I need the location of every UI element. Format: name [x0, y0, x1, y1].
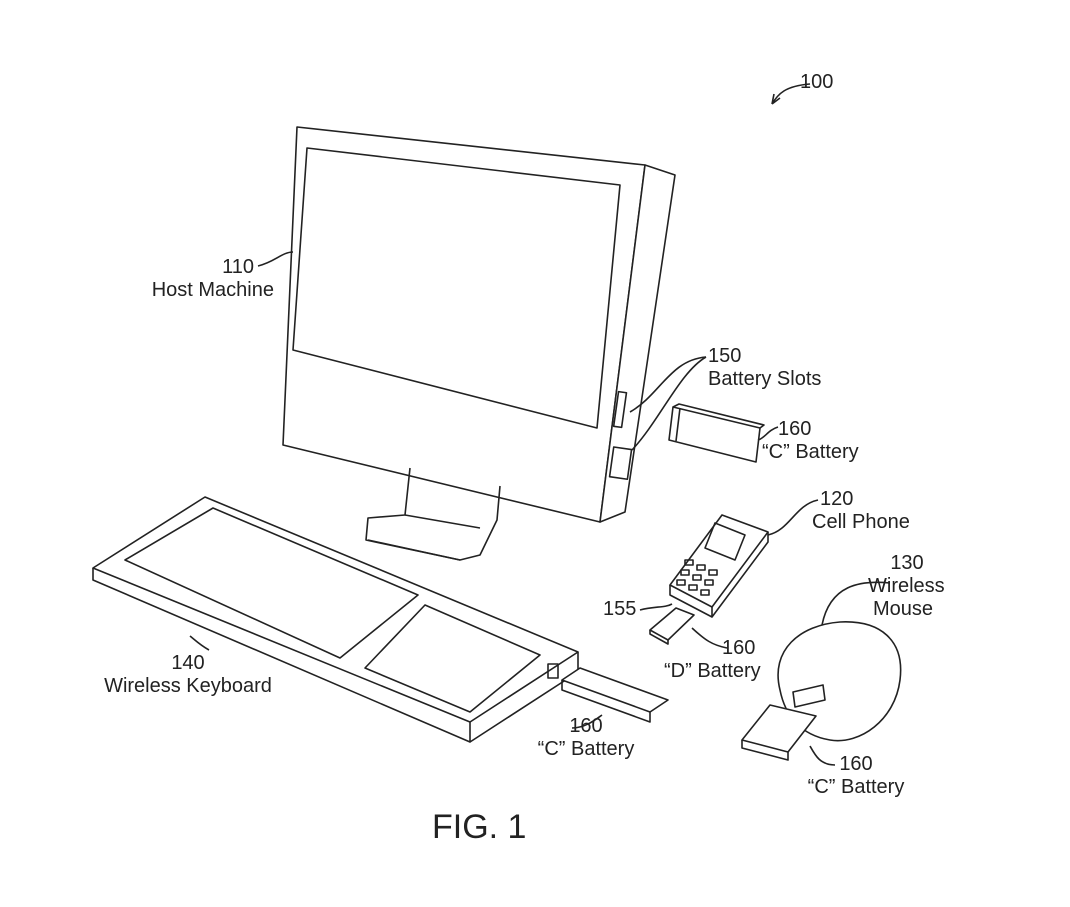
label-number: 110 — [222, 256, 254, 278]
c-battery-host — [668, 403, 765, 463]
leader-lines — [189, 83, 891, 766]
c-battery-mouse — [741, 704, 817, 761]
label-name: “C” Battery — [807, 776, 905, 798]
label-number: 160 — [839, 753, 873, 775]
label-wireless-keyboard: 140 Wireless Keyboard — [88, 652, 288, 698]
label-name: “C” Battery — [762, 441, 859, 463]
wireless-keyboard — [92, 496, 579, 743]
label-wireless-mouse: 130 Wireless Mouse — [868, 552, 945, 621]
label-name: Battery Slots — [708, 368, 822, 390]
figure-reference-number: 100 — [800, 71, 834, 93]
label-number: 120 — [820, 488, 854, 510]
label-phone-slot: 155 — [603, 598, 637, 620]
label-number: 160 — [778, 418, 812, 440]
label-name: “C” Battery — [537, 738, 635, 760]
label-name: Cell Phone — [812, 511, 910, 533]
wireless-mouse — [777, 621, 902, 742]
label-cell-phone: 120 Cell Phone — [812, 488, 910, 534]
label-name: Host Machine — [151, 279, 274, 301]
label-c-battery-mouse: 160 “C” Battery — [796, 753, 916, 799]
d-battery — [649, 607, 695, 645]
c-battery-keyboard — [561, 667, 669, 723]
label-host-machine: 110 Host Machine — [128, 256, 274, 302]
label-d-battery: 160 “D” Battery — [664, 637, 761, 683]
label-c-battery-keyboard: 160 “C” Battery — [526, 715, 646, 761]
host-machine — [282, 126, 676, 561]
label-name: “D” Battery — [664, 660, 761, 682]
label-number: 160 — [722, 637, 756, 659]
label-name: Wireless Mouse — [868, 575, 945, 620]
label-number: 150 — [708, 345, 742, 367]
label-number: 160 — [569, 715, 603, 737]
label-number: 140 — [171, 652, 205, 674]
label-name: Wireless Keyboard — [104, 675, 272, 697]
label-battery-slots: 150 Battery Slots — [708, 345, 821, 391]
label-number: 130 — [890, 552, 924, 574]
cell-phone — [669, 514, 769, 618]
label-c-battery-host: 160 “C” Battery — [762, 418, 859, 464]
figure-caption: FIG. 1 — [432, 808, 527, 846]
